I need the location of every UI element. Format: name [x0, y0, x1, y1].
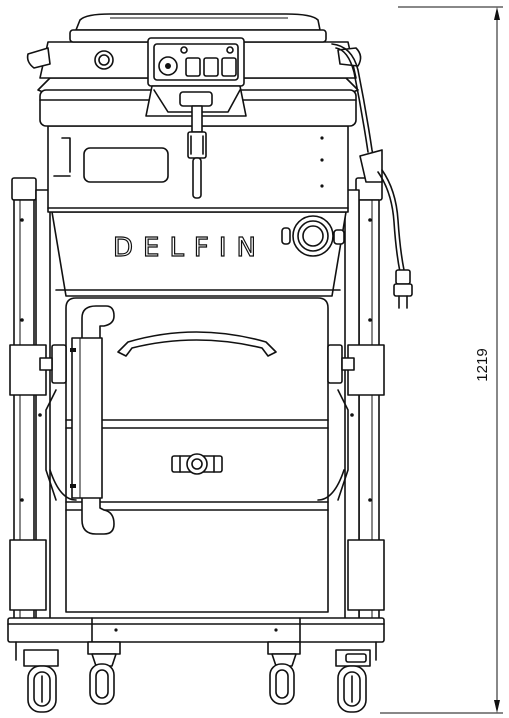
base-frame [7, 617, 385, 661]
filter-shaker-handle [179, 91, 213, 199]
container-handle [117, 331, 277, 357]
container-clamp-left [39, 344, 77, 501]
wheel-inner-right [267, 641, 301, 705]
drain-valve [171, 453, 223, 475]
height-dimension-label: 1219 [474, 348, 491, 381]
plug [393, 269, 413, 309]
lid-handle-left [26, 47, 51, 69]
power-cable [331, 43, 405, 273]
left-frame [9, 177, 51, 621]
inlet-port [281, 215, 345, 257]
wheel-inner-left [87, 641, 121, 705]
container-clamp-right [317, 344, 355, 501]
brand-logo: DELFIN [113, 233, 266, 263]
wheel-outer-right [335, 649, 371, 713]
suction-hose [70, 305, 115, 535]
control-knob [94, 50, 114, 70]
wheel-outer-left [23, 649, 59, 713]
right-frame [344, 177, 385, 621]
height-dimension-line: 1219 [380, 6, 503, 714]
